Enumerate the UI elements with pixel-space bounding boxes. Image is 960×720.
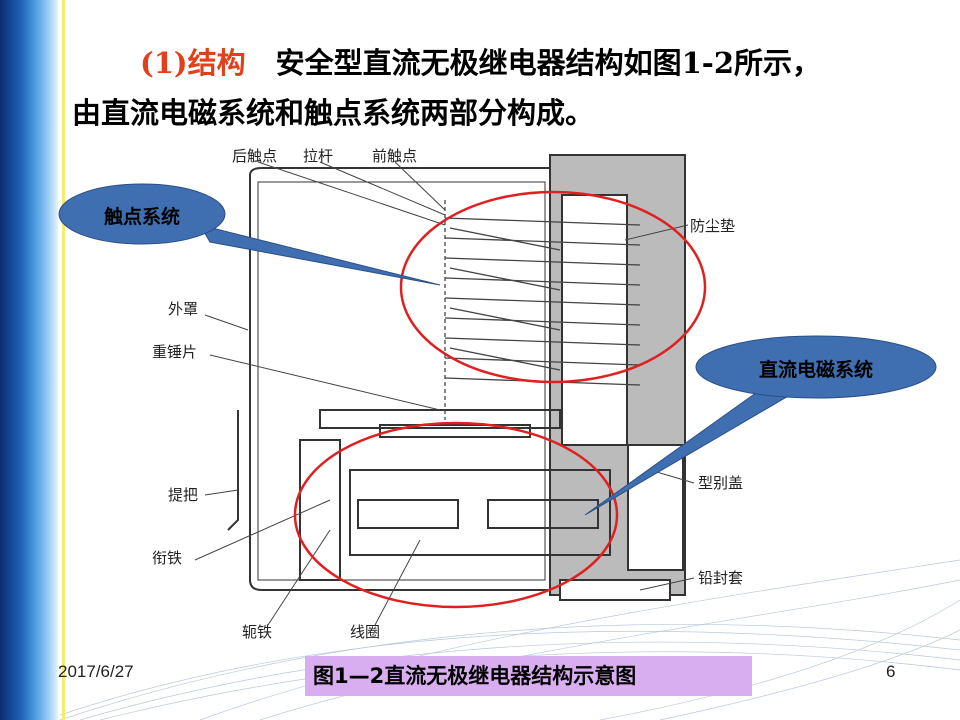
contact-callout-pointer (198, 224, 441, 286)
magnetic-system-highlight (293, 421, 619, 609)
label-yoke: 轭铁 (242, 623, 273, 641)
label-rear-contact: 后触点 (232, 147, 278, 165)
label-type-cover: 型别盖 (698, 474, 744, 492)
label-handle: 提把 (168, 486, 199, 504)
slide-date: 2017/6/27 (58, 662, 134, 681)
title-line-2: 由直流电磁系统和触点系统两部分构成。 (72, 96, 595, 130)
label-coil: 线圈 (350, 623, 381, 641)
contact-system-highlight (399, 190, 707, 384)
label-dust-pad: 防尘垫 (690, 217, 736, 235)
label-armature: 衔铁 (152, 549, 183, 567)
label-weight-piece: 重锤片 (152, 343, 198, 361)
label-lead-seal-sleeve: 铅封套 (698, 569, 744, 587)
leader-lines (194, 161, 695, 626)
figure-caption: 图1—2直流无极继电器结构示意图 (305, 656, 752, 696)
callout-contact-system: 触点系统 (103, 206, 180, 228)
label-outer-cover: 外罩 (168, 300, 199, 318)
label-front-contact: 前触点 (372, 147, 418, 165)
title-line-1: 安全型直流无极继电器结构如图1-2所示， (275, 46, 822, 80)
outer-cover-shape (249, 167, 551, 591)
page-number: 6 (886, 662, 896, 681)
callout-dc-magnetic-system: 直流电磁系统 (758, 359, 873, 381)
label-pull-rod: 拉杆 (303, 147, 334, 165)
yellow-divider-line (62, 0, 65, 720)
slide-title: (1)结构安全型直流无极继电器结构如图1-2所示， 由直流电磁系统和触点系统两部… (72, 38, 821, 138)
section-label: (1)结构 (140, 46, 246, 80)
left-decorative-bar (0, 0, 58, 720)
